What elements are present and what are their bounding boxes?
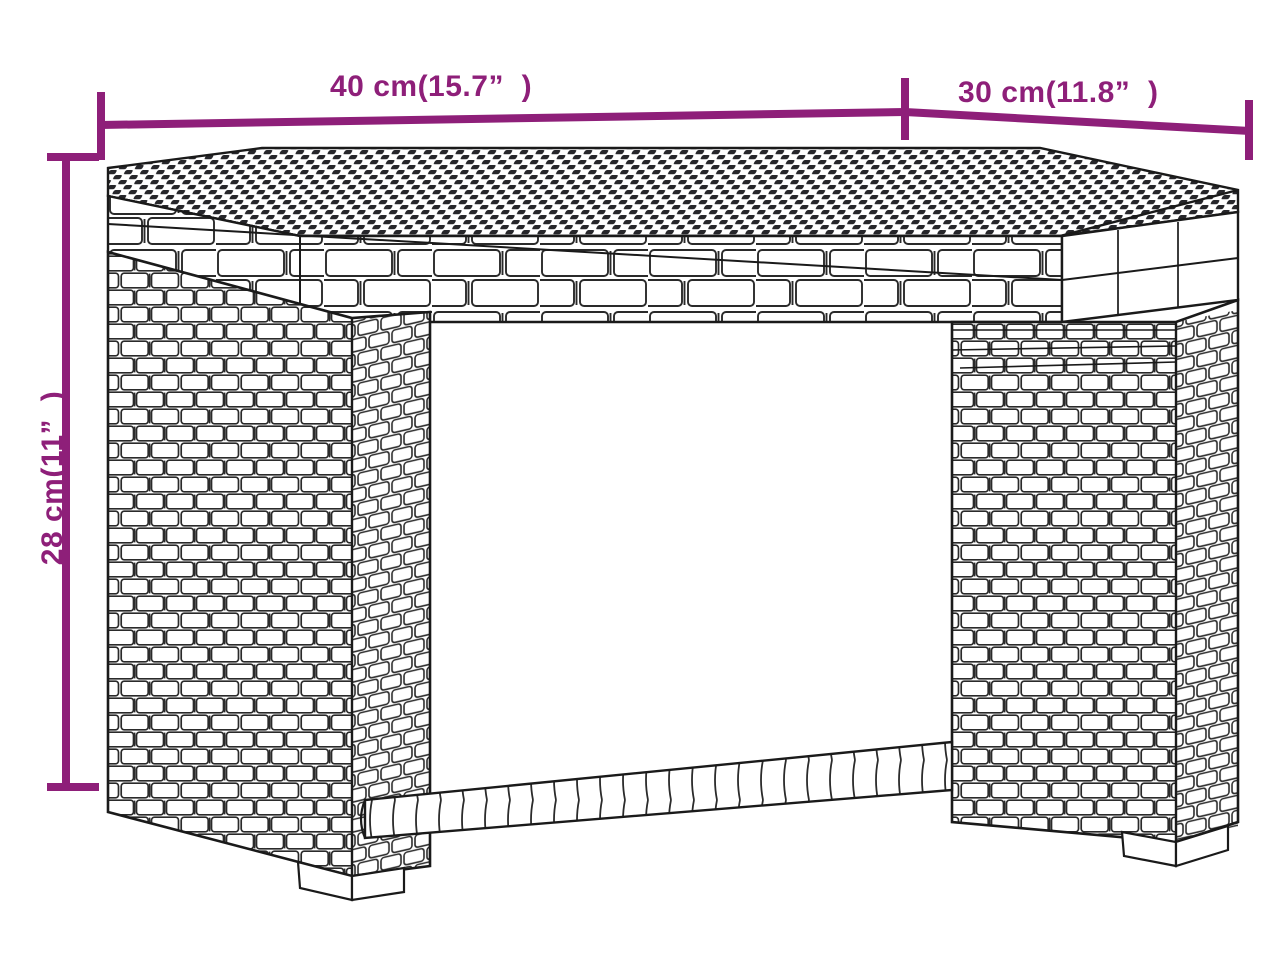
height-dimension-label: 28 cm(11” ) — [36, 390, 69, 566]
bottom-stretcher-bar — [359, 740, 954, 840]
dimension-lines — [47, 78, 1253, 791]
depth-dimension-line — [904, 108, 1251, 135]
depth-dimension-label: 30 cm(11.8” ) — [958, 76, 1159, 109]
tabletop-apron-side — [1060, 210, 1240, 324]
width-dimension-line — [99, 108, 906, 129]
tabletop-surface — [106, 146, 1240, 238]
right-leg-panel — [950, 298, 1240, 868]
width-dimension-label: 40 cm(15.7” ) — [330, 70, 533, 103]
left-leg-panel — [106, 250, 432, 902]
